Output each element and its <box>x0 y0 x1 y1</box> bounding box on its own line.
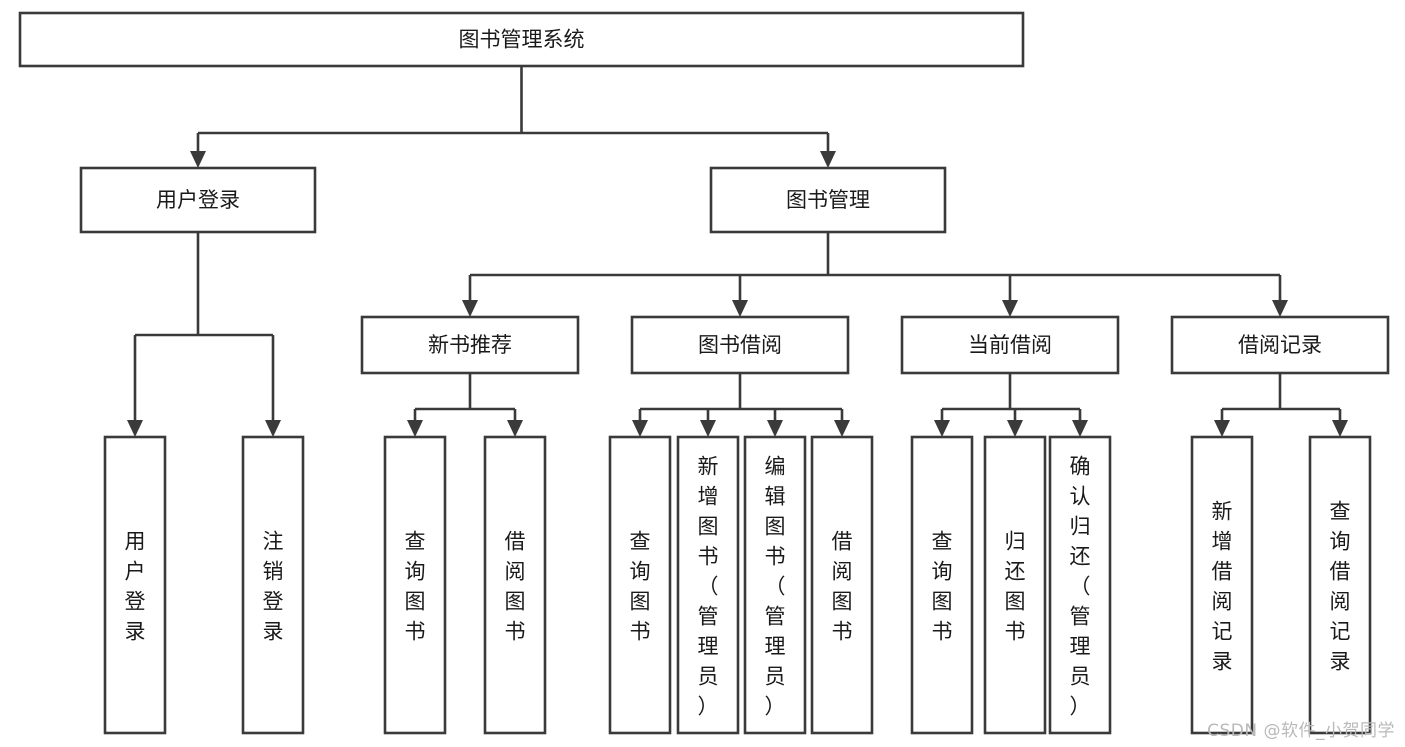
node-book-management-box[interactable] <box>709 166 947 234</box>
connector-layer <box>127 66 1348 437</box>
node-leaf-add-record-label: 新增借阅记录 <box>1212 499 1233 673</box>
conn-book-borrow-arrow-1 <box>700 420 716 437</box>
node-leaf-borrow-book-label: 借阅图书 <box>832 529 853 643</box>
conn-current-borrow-arrow-2 <box>1072 420 1088 437</box>
conn-borrow-record-arrow-1 <box>1332 420 1348 437</box>
node-leaf-user-login-box[interactable] <box>103 435 167 735</box>
node-leaf-user-login-label: 用户登录 <box>125 529 146 643</box>
conn-new-book-recommend-arrow-0 <box>407 420 423 437</box>
node-leaf-add-record[interactable]: 新增借阅记录 <box>1190 435 1254 735</box>
node-leaf-borrow-book[interactable]: 借阅图书 <box>810 435 874 735</box>
node-leaf-query-book-rec[interactable]: 查询图书 <box>383 435 447 735</box>
node-leaf-query-book-borrow[interactable]: 查询图书 <box>608 435 672 735</box>
csdn-watermark: CSDN @软件_小贺同学 <box>1207 721 1395 741</box>
conn-book-management-arrow-1 <box>732 300 748 317</box>
conn-current-borrow-arrow-0 <box>934 420 950 437</box>
conn-current-borrow-arrow-1 <box>1007 420 1023 437</box>
conn-book-management-arrow-2 <box>1002 300 1018 317</box>
node-leaf-edit-book-label: 编辑图书（管理员） <box>765 454 786 718</box>
node-leaf-query-record[interactable]: 查询借阅记录 <box>1308 435 1372 735</box>
node-leaf-confirm-return-box[interactable] <box>1048 435 1112 735</box>
node-layer: 图书管理系统用户登录图书管理新书推荐图书借阅当前借阅借阅记录用户登录注销登录查询… <box>18 11 1390 735</box>
node-new-book-recommend-label: 新书推荐 <box>428 333 512 357</box>
node-leaf-query-book-rec-box[interactable] <box>383 435 447 735</box>
node-leaf-borrow-book-rec[interactable]: 借阅图书 <box>483 435 547 735</box>
node-leaf-borrow-book-rec-box[interactable] <box>483 435 547 735</box>
node-leaf-borrow-book-rec-label: 借阅图书 <box>505 529 526 643</box>
node-leaf-query-book-current-label: 查询图书 <box>932 529 953 643</box>
node-leaf-return-book[interactable]: 归还图书 <box>983 435 1047 735</box>
node-leaf-confirm-return-label: 确认归还（管理员） <box>1070 454 1091 718</box>
conn-book-management-arrow-3 <box>1272 300 1288 317</box>
node-borrow-record[interactable]: 借阅记录 <box>1170 315 1390 375</box>
node-leaf-user-login[interactable]: 用户登录 <box>103 435 167 735</box>
node-new-book-recommend-box[interactable] <box>360 315 580 375</box>
node-new-book-recommend[interactable]: 新书推荐 <box>360 315 580 375</box>
conn-root-arrow-0 <box>190 151 206 168</box>
node-leaf-query-book-borrow-label: 查询图书 <box>630 529 651 643</box>
node-leaf-edit-book[interactable]: 编辑图书（管理员） <box>743 435 807 735</box>
node-root-label: 图书管理系统 <box>459 28 585 52</box>
node-leaf-query-record-label: 查询借阅记录 <box>1330 499 1351 673</box>
conn-book-management-arrow-0 <box>462 300 478 317</box>
node-leaf-query-record-box[interactable] <box>1308 435 1372 735</box>
conn-root-arrow-1 <box>820 151 836 168</box>
node-book-borrow-box[interactable] <box>630 315 850 375</box>
node-leaf-logout[interactable]: 注销登录 <box>241 435 305 735</box>
node-leaf-borrow-book-box[interactable] <box>810 435 874 735</box>
node-leaf-edit-book-box[interactable] <box>743 435 807 735</box>
conn-book-borrow-arrow-2 <box>767 420 783 437</box>
node-borrow-record-box[interactable] <box>1170 315 1390 375</box>
node-leaf-return-book-box[interactable] <box>983 435 1047 735</box>
conn-user-login-arrow-1 <box>265 420 281 437</box>
conn-user-login-arrow-0 <box>127 420 143 437</box>
node-current-borrow-label: 当前借阅 <box>968 333 1052 357</box>
node-leaf-add-book-label: 新增图书（管理员） <box>698 454 719 718</box>
node-user-login-box[interactable] <box>79 166 317 234</box>
node-leaf-return-book-label: 归还图书 <box>1005 529 1026 643</box>
node-leaf-query-book-current[interactable]: 查询图书 <box>910 435 974 735</box>
node-root[interactable]: 图书管理系统 <box>18 11 1025 68</box>
node-leaf-add-book[interactable]: 新增图书（管理员） <box>676 435 740 735</box>
node-user-login-label: 用户登录 <box>156 188 240 212</box>
node-book-borrow[interactable]: 图书借阅 <box>630 315 850 375</box>
node-leaf-add-book-box[interactable] <box>676 435 740 735</box>
conn-new-book-recommend-arrow-1 <box>507 420 523 437</box>
node-leaf-query-book-borrow-box[interactable] <box>608 435 672 735</box>
node-leaf-query-book-current-box[interactable] <box>910 435 974 735</box>
node-leaf-logout-label: 注销登录 <box>263 529 284 643</box>
node-root-box[interactable] <box>18 11 1025 68</box>
node-book-management-label: 图书管理 <box>786 188 870 212</box>
node-leaf-query-book-rec-label: 查询图书 <box>405 529 426 643</box>
conn-book-borrow-arrow-0 <box>632 420 648 437</box>
node-book-management[interactable]: 图书管理 <box>709 166 947 234</box>
node-leaf-add-record-box[interactable] <box>1190 435 1254 735</box>
node-user-login[interactable]: 用户登录 <box>79 166 317 234</box>
conn-borrow-record-arrow-0 <box>1214 420 1230 437</box>
node-leaf-logout-box[interactable] <box>241 435 305 735</box>
conn-book-borrow-arrow-3 <box>834 420 850 437</box>
node-leaf-confirm-return[interactable]: 确认归还（管理员） <box>1048 435 1112 735</box>
node-borrow-record-label: 借阅记录 <box>1238 333 1322 357</box>
node-book-borrow-label: 图书借阅 <box>698 333 782 357</box>
node-current-borrow-box[interactable] <box>900 315 1120 375</box>
node-current-borrow[interactable]: 当前借阅 <box>900 315 1120 375</box>
